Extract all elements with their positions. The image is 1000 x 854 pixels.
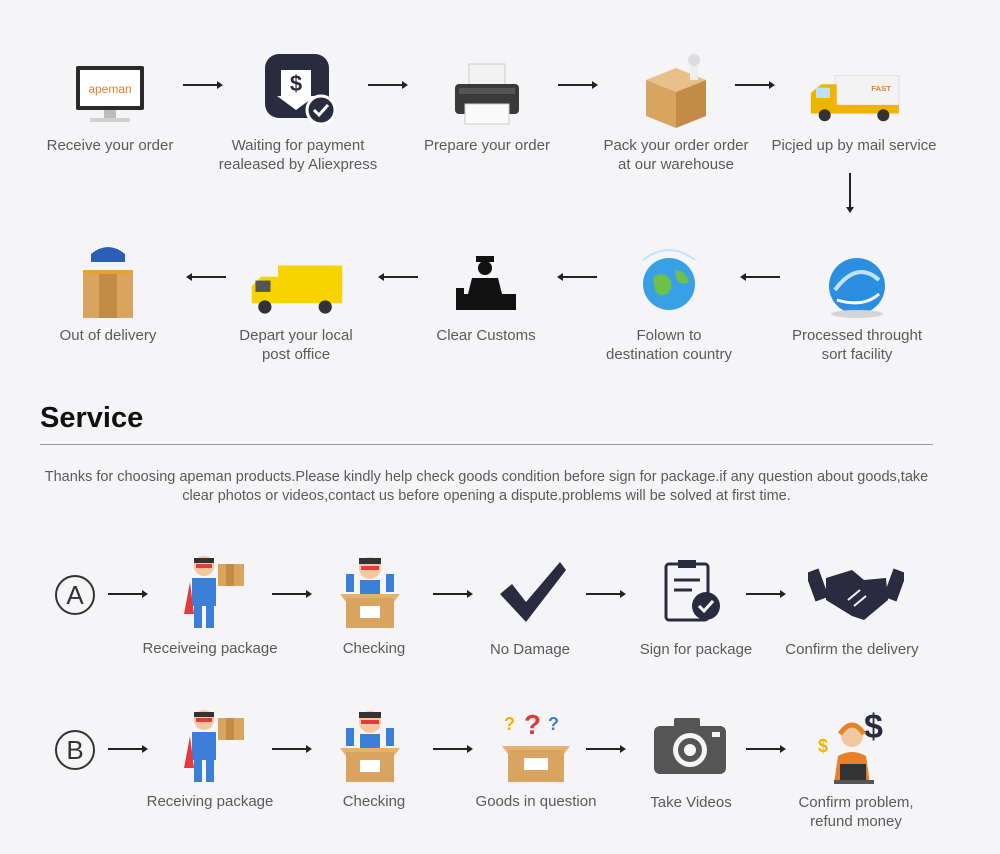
label-folown-destination: Folown to destination country (606, 327, 732, 363)
step-pack-order: Pack your order order at our warehouse (598, 40, 754, 174)
row-a-label-checking: Checking (342, 640, 406, 657)
svg-text:$: $ (818, 736, 828, 756)
row-b-label-goods-question: Goods in question (475, 793, 597, 810)
arrow-right-icon (586, 590, 626, 598)
arrow-right-icon (108, 745, 148, 753)
svg-text:?: ? (524, 709, 541, 740)
row-a-label-confirm: Confirm the delivery (785, 641, 919, 658)
arrow-left-icon (557, 273, 597, 281)
arrow-right-icon (746, 745, 786, 753)
service-description: Thanks for choosing apeman products.Plea… (44, 469, 929, 504)
step-receive-order: apeman Receive your order (40, 40, 180, 155)
svg-text:$: $ (864, 708, 883, 746)
arrow-right-icon (746, 590, 786, 598)
label-receive-order: Receive your order (46, 137, 174, 154)
packed-box-icon (626, 40, 726, 130)
checkmark-icon (498, 560, 568, 631)
monitor-icon: apeman (60, 40, 160, 130)
row-a-label-receiving: Receiveing package (142, 640, 278, 657)
step-processed: Processed throught sort facility (778, 230, 936, 364)
svg-text:$: $ (290, 71, 302, 96)
row-b-label-checking: Checking (342, 793, 406, 810)
question-box-icon: ? ? ? (498, 708, 574, 789)
step-picked-up: FAST Picjed up by mail service (768, 40, 940, 155)
arrow-down-icon (846, 173, 854, 213)
service-divider (40, 444, 933, 445)
label-processed: Processed throught sort facility (791, 327, 923, 363)
customs-officer-icon (436, 230, 536, 320)
clipboard-check-icon (658, 558, 728, 633)
row-b-label-take-videos: Take Videos (650, 794, 732, 811)
row-b-label-receiving: Receiving package (146, 793, 274, 810)
svg-text:?: ? (548, 714, 559, 734)
hero-holding-box-icon (178, 706, 250, 791)
row-b-label-confirm-refund: Confirm problem, refund money (798, 794, 914, 830)
arrow-right-icon (735, 81, 775, 89)
step-waiting-payment: $ Waiting for payment realeased by Aliex… (218, 40, 378, 174)
handshake-icon (805, 560, 907, 631)
arrow-right-icon (183, 81, 223, 89)
delivery-person-box-icon (58, 230, 158, 320)
hero-holding-box-icon (178, 552, 250, 637)
globe-arrow-icon (807, 230, 907, 320)
hero-in-box-icon (334, 552, 406, 637)
label-depart-post-office: Depart your local post office (239, 327, 353, 363)
step-depart-post-office: Depart your local post office (226, 230, 366, 364)
arrow-right-icon (272, 590, 312, 598)
label-out-of-delivery: Out of delivery (59, 327, 157, 344)
svg-text:?: ? (504, 714, 515, 734)
label-picked-up: Picjed up by mail service (771, 137, 937, 154)
arrow-left-icon (740, 273, 780, 281)
row-a-label-sign: Sign for package (639, 641, 753, 658)
label-prepare-order: Prepare your order (424, 137, 550, 154)
arrow-right-icon (368, 81, 408, 89)
arrow-right-icon (558, 81, 598, 89)
row-a-marker: A (55, 575, 95, 615)
delivery-truck-icon: FAST (804, 40, 904, 130)
step-folown-destination: Folown to destination country (594, 230, 744, 364)
support-agent-refund-icon: $ $ (812, 706, 898, 791)
row-b-marker: B (55, 730, 95, 770)
step-clear-customs: Clear Customs (418, 230, 554, 345)
service-title: Service (40, 402, 144, 434)
arrow-right-icon (433, 745, 473, 753)
label-pack-order: Pack your order order at our warehouse (603, 137, 749, 173)
arrow-left-icon (186, 273, 226, 281)
arrow-left-icon (378, 273, 418, 281)
step-prepare-order: Prepare your order (417, 40, 557, 155)
arrow-right-icon (433, 590, 473, 598)
arrow-right-icon (586, 745, 626, 753)
camera-icon (650, 714, 730, 783)
arrow-right-icon (272, 745, 312, 753)
payment-dollar-icon: $ (248, 40, 348, 130)
globe-icon (619, 230, 719, 320)
apeman-logo-text: apeman (88, 82, 131, 96)
label-waiting-payment: Waiting for payment realeased by Aliexpr… (218, 137, 378, 173)
printer-icon (437, 40, 537, 130)
truck-fast-text: FAST (871, 84, 891, 93)
step-out-of-delivery: Out of delivery (46, 230, 170, 345)
label-clear-customs: Clear Customs (436, 327, 536, 344)
arrow-right-icon (108, 590, 148, 598)
row-a-label-no-damage: No Damage (489, 641, 571, 658)
hero-in-box-icon (334, 706, 406, 791)
yellow-truck-icon (246, 230, 346, 320)
